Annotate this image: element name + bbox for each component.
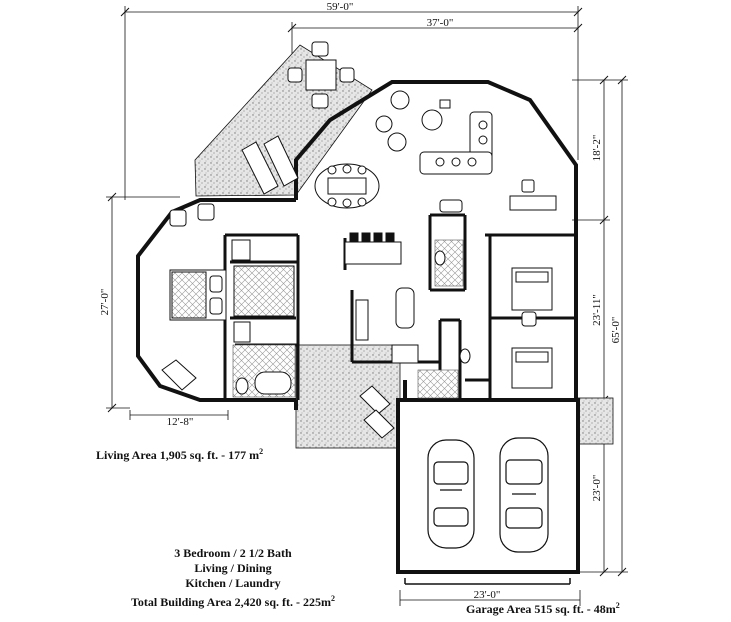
- exterior-walls: [136, 80, 578, 410]
- bedroom-2-bed-icon: [511, 267, 553, 327]
- patio-dining-set-icon: [287, 41, 355, 109]
- dim-overall-width: 59'-0": [327, 1, 354, 13]
- garage-area-text: Garage Area 515 sq. ft. - 48m: [466, 602, 616, 616]
- lounge-chairs-icon: [241, 135, 299, 195]
- desk-icon: [509, 179, 557, 211]
- living-dining-note: Living / Dining: [194, 561, 272, 575]
- dim-garage-depth: 23'-0": [591, 475, 603, 502]
- bed-bath-note: 3 Bedroom / 2 1/2 Bath: [174, 546, 292, 560]
- dim-overall-depth: 65'-0": [610, 317, 622, 344]
- sectional-sofa-icon: [419, 111, 493, 175]
- bath-2-fixtures-icon: [434, 199, 471, 364]
- car-left-icon: [427, 439, 475, 549]
- bedroom-3-bed-icon: [511, 347, 553, 389]
- kitchen-laundry-note: Kitchen / Laundry: [185, 576, 281, 590]
- master-bath-fixtures-icon: [231, 239, 295, 395]
- kitchen-island-icon: [344, 232, 419, 364]
- round-table-icon: [375, 90, 451, 152]
- garage: [396, 398, 580, 585]
- car-right-icon: [499, 437, 549, 553]
- total-area-note: Total Building Area 2,420 sq. ft. - 225m…: [110, 591, 356, 610]
- master-bed-icon: [169, 269, 227, 321]
- living-area-sup: 2: [259, 447, 264, 456]
- dim-right-middle: 23'-11": [591, 294, 603, 326]
- total-area-sup: 2: [331, 594, 336, 603]
- living-area-text: Living Area 1,905 sq. ft. - 177 m: [96, 448, 260, 462]
- dining-table-icon: [314, 163, 380, 209]
- dim-left-bottom: 12'-8": [167, 416, 194, 428]
- total-area-text: Total Building Area 2,420 sq. ft. - 225m: [130, 595, 332, 609]
- dim-right-upper: 18'-2": [591, 135, 603, 162]
- dimension-lines: [106, 6, 628, 606]
- living-area-note: Living Area 1,905 sq. ft. - 177 m2: [96, 447, 263, 463]
- master-chairs-icon: [161, 203, 215, 391]
- garage-area-note: Garage Area 515 sq. ft. - 48m2: [466, 601, 620, 617]
- dim-upper-width: 37'-0": [427, 17, 454, 29]
- dim-garage-width: 23'-0": [474, 589, 501, 601]
- garage-area-sup: 2: [615, 601, 620, 610]
- dim-left-depth: 27'-0": [99, 289, 111, 316]
- summary-notes: 3 Bedroom / 2 1/2 Bath Living / Dining K…: [110, 546, 356, 610]
- patio-chairs-icon: [359, 385, 395, 439]
